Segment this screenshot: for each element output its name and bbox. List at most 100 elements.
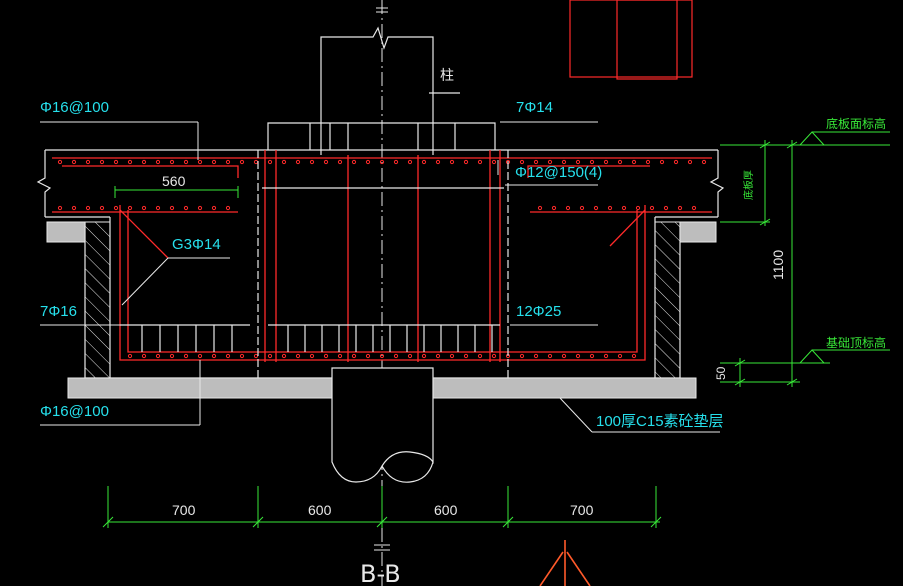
rebar-dot bbox=[309, 353, 315, 359]
rebar-dot bbox=[673, 159, 679, 165]
rebar-dot bbox=[169, 353, 175, 359]
rebar-dot bbox=[211, 205, 217, 211]
rebar-dot bbox=[435, 159, 441, 165]
rebar-dot bbox=[141, 353, 147, 359]
plan-fragment-rectangles bbox=[569, 0, 693, 80]
rebar-dot bbox=[295, 353, 301, 359]
rebar-dot bbox=[421, 353, 427, 359]
rebar-dot bbox=[225, 205, 231, 211]
rebar-dot bbox=[477, 353, 483, 359]
dim-horizontal-1: 700 bbox=[172, 502, 196, 518]
rebar-dot bbox=[663, 205, 669, 211]
bottom-comb-bars bbox=[120, 324, 500, 352]
rebar-dot bbox=[253, 159, 259, 165]
label-bottom-right: 12Φ25 bbox=[516, 303, 561, 320]
rebar-dot bbox=[211, 353, 217, 359]
rebar-dot bbox=[579, 205, 585, 211]
label-top-left-rebar: Φ16@100 bbox=[40, 99, 109, 116]
rebar-dot bbox=[607, 205, 613, 211]
rebar-dot bbox=[421, 159, 427, 165]
rebar-dot bbox=[463, 353, 469, 359]
dim-560-line bbox=[114, 186, 239, 198]
label-dim-560: 560 bbox=[162, 173, 186, 189]
rebar-dot bbox=[691, 205, 697, 211]
dim-horizontal-2: 600 bbox=[308, 502, 332, 518]
rebar-dot bbox=[547, 159, 553, 165]
rebar-dot bbox=[477, 159, 483, 165]
rebar-dot bbox=[85, 159, 91, 165]
rebar-dot bbox=[491, 353, 497, 359]
rebar-dot bbox=[593, 205, 599, 211]
rebar-dot bbox=[365, 159, 371, 165]
rebar-dot bbox=[239, 353, 245, 359]
label-stirrup: Φ12@150(4) bbox=[515, 164, 602, 181]
rebar-dot bbox=[589, 159, 595, 165]
rebar-dot bbox=[71, 159, 77, 165]
rebar-dot bbox=[365, 353, 371, 359]
rebar-dot bbox=[393, 159, 399, 165]
label-top-right-rebar: 7Φ14 bbox=[516, 99, 553, 116]
rebar-dot bbox=[631, 159, 637, 165]
slab-outline bbox=[36, 149, 725, 379]
rebar-dot bbox=[197, 159, 203, 165]
rebar-dot bbox=[589, 353, 595, 359]
rebar-dot bbox=[141, 205, 147, 211]
rebar-dot bbox=[687, 159, 693, 165]
rebar-dot bbox=[407, 353, 413, 359]
rebar-dot bbox=[677, 205, 683, 211]
rebar-lines bbox=[52, 150, 712, 362]
dim-vertical-small: 50 bbox=[714, 366, 728, 380]
rebar-dot bbox=[551, 205, 557, 211]
rebar-dot bbox=[57, 205, 63, 211]
grey-ledges bbox=[46, 221, 717, 243]
rebar-dot bbox=[309, 159, 315, 165]
column-outline bbox=[320, 26, 460, 155]
hatched-walls bbox=[84, 221, 681, 379]
rebar-dot bbox=[537, 205, 543, 211]
rebar-dot bbox=[649, 205, 655, 211]
rebar-dot bbox=[211, 159, 217, 165]
label-slab-thickness: 底板厚 bbox=[742, 170, 755, 200]
rebar-dot bbox=[603, 353, 609, 359]
rebar-dot bbox=[645, 159, 651, 165]
rebar-dot bbox=[155, 353, 161, 359]
rebar-dot bbox=[113, 205, 119, 211]
rebar-dot bbox=[519, 159, 525, 165]
rebar-dot bbox=[565, 205, 571, 211]
rebar-dot bbox=[379, 159, 385, 165]
rebar-dot bbox=[519, 353, 525, 359]
rebar-dot bbox=[127, 159, 133, 165]
label-cushion: 100厚C15素砼垫层 bbox=[596, 413, 724, 430]
column-label: 柱 bbox=[440, 67, 454, 83]
label-bottom-left: Φ16@100 bbox=[40, 403, 109, 420]
rebar-dot bbox=[239, 159, 245, 165]
rebar-dot bbox=[659, 159, 665, 165]
rebar-dot bbox=[169, 159, 175, 165]
rebar-dot bbox=[351, 353, 357, 359]
rebar-dot bbox=[155, 205, 161, 211]
rebar-dot bbox=[323, 159, 329, 165]
rebar-dot bbox=[197, 353, 203, 359]
rebar-dot bbox=[533, 159, 539, 165]
horizontal-dimension-line bbox=[102, 486, 662, 528]
rebar-dot bbox=[253, 353, 259, 359]
rebar-dot bbox=[127, 205, 133, 211]
rebar-dot bbox=[547, 353, 553, 359]
column-stirrup-frame bbox=[257, 122, 509, 378]
rebar-dot bbox=[155, 159, 161, 165]
rebar-dot bbox=[281, 353, 287, 359]
rebar-dot bbox=[463, 159, 469, 165]
rebar-dot bbox=[127, 353, 133, 359]
rebar-dot bbox=[617, 159, 623, 165]
dim-vertical-total: 1100 bbox=[770, 250, 786, 280]
rebar-dot bbox=[533, 353, 539, 359]
rebar-dots bbox=[57, 159, 707, 359]
rebar-dot bbox=[183, 159, 189, 165]
rebar-dot bbox=[435, 353, 441, 359]
rebar-dot bbox=[225, 353, 231, 359]
rebar-dot bbox=[197, 205, 203, 211]
rebar-dot bbox=[621, 205, 627, 211]
rebar-dot bbox=[575, 159, 581, 165]
rebar-dot bbox=[267, 159, 273, 165]
